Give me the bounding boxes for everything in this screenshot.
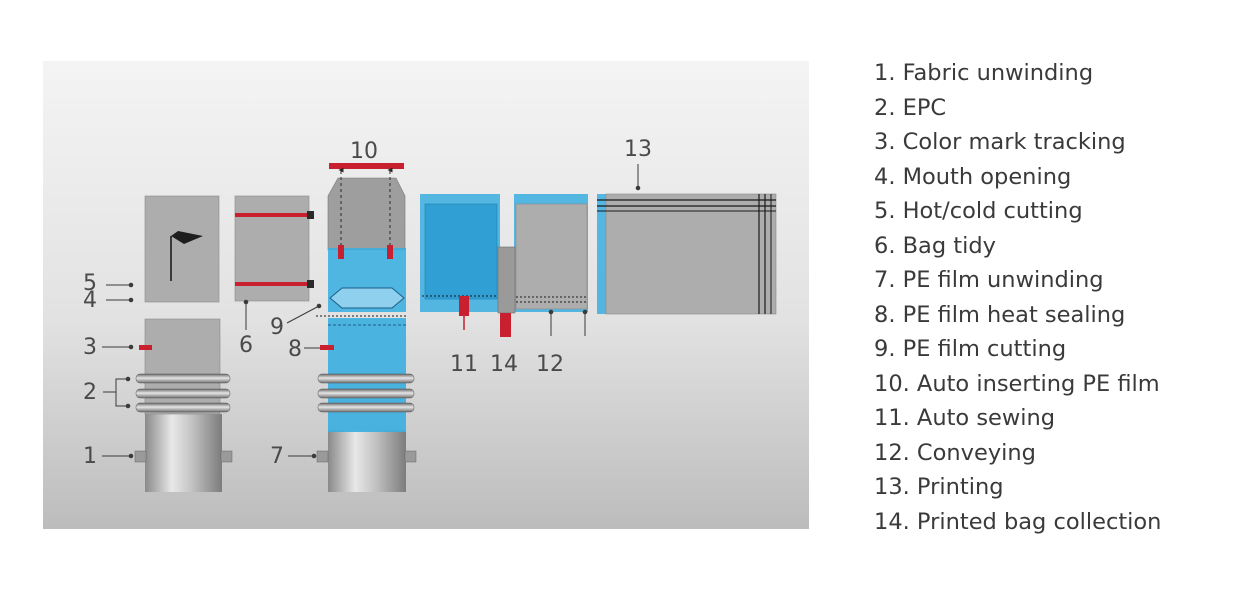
legend-item: 10. Auto inserting PE film (874, 370, 1160, 397)
sewing-bag (424, 203, 498, 300)
auto-sewing-head (459, 296, 469, 316)
pe-heat-sealing-sensor (320, 345, 334, 350)
legend-item: 14. Printed bag collection (874, 508, 1162, 535)
callout-13: 13 (624, 137, 652, 162)
callout-12: 12 (536, 352, 564, 377)
callout-14: 14 (490, 352, 518, 377)
pe-film-unwinding-roll (316, 430, 417, 492)
callout-11: 11 (450, 352, 478, 377)
legend-item: 8. PE film heat sealing (874, 301, 1126, 328)
inserting-hood (327, 177, 406, 251)
fabric-web-lower (144, 318, 221, 415)
callout-5: 5 (83, 271, 97, 296)
callout-6: 6 (239, 333, 253, 358)
callout-8: 8 (288, 337, 302, 362)
callout-3: 3 (83, 335, 97, 360)
callout-9: 9 (270, 315, 284, 340)
conveyed-bag (515, 203, 588, 310)
callout-7: 7 (270, 444, 284, 469)
callout-4: 4 (83, 288, 97, 313)
flag-icon (170, 231, 203, 281)
print-lines (597, 194, 776, 314)
legend-item: 1. Fabric unwinding (874, 60, 1094, 86)
legend-item: 3. Color mark tracking (874, 129, 1126, 155)
callout-2: 2 (83, 380, 97, 405)
legend-item: 2. EPC (874, 94, 947, 121)
fabric-unwinding-roll (134, 414, 233, 492)
fabric-web-upper (144, 195, 220, 303)
callout-1: 1 (83, 444, 97, 469)
leader-lines (102, 164, 641, 459)
legend-item: 4. Mouth opening (874, 163, 1072, 190)
legend-item: 12. Conveying (874, 439, 1036, 466)
callout-10: 10 (350, 139, 378, 164)
legend-item: 6. Bag tidy (874, 232, 996, 259)
cutter-block-bottom (307, 280, 314, 288)
legend-item: 5. Hot/cold cutting (874, 198, 1083, 224)
cutter-block-top (307, 211, 314, 219)
printed-bag-collection-clamp (500, 313, 511, 337)
pe-film-pocket (329, 287, 405, 309)
hot-cold-cutting-bar (235, 213, 309, 217)
bag-collection-plate (497, 246, 516, 314)
legend-item: 13. Printing (874, 474, 1004, 500)
auto-insert-bar (329, 163, 404, 169)
mouth-opening-bar (235, 282, 309, 286)
color-mark-sensor (139, 345, 152, 350)
epc-rollers (135, 373, 231, 413)
legend-item: 7. PE film unwinding (874, 267, 1104, 293)
inserting-arms (338, 167, 393, 259)
process-legend: 1. Fabric unwinding 2. EPC 3. Color mark… (874, 56, 1234, 539)
pe-film-rollers (317, 373, 415, 413)
legend-item: 11. Auto sewing (874, 405, 1056, 431)
printed-bag (605, 193, 777, 315)
legend-item: 9. PE film cutting (874, 336, 1067, 362)
